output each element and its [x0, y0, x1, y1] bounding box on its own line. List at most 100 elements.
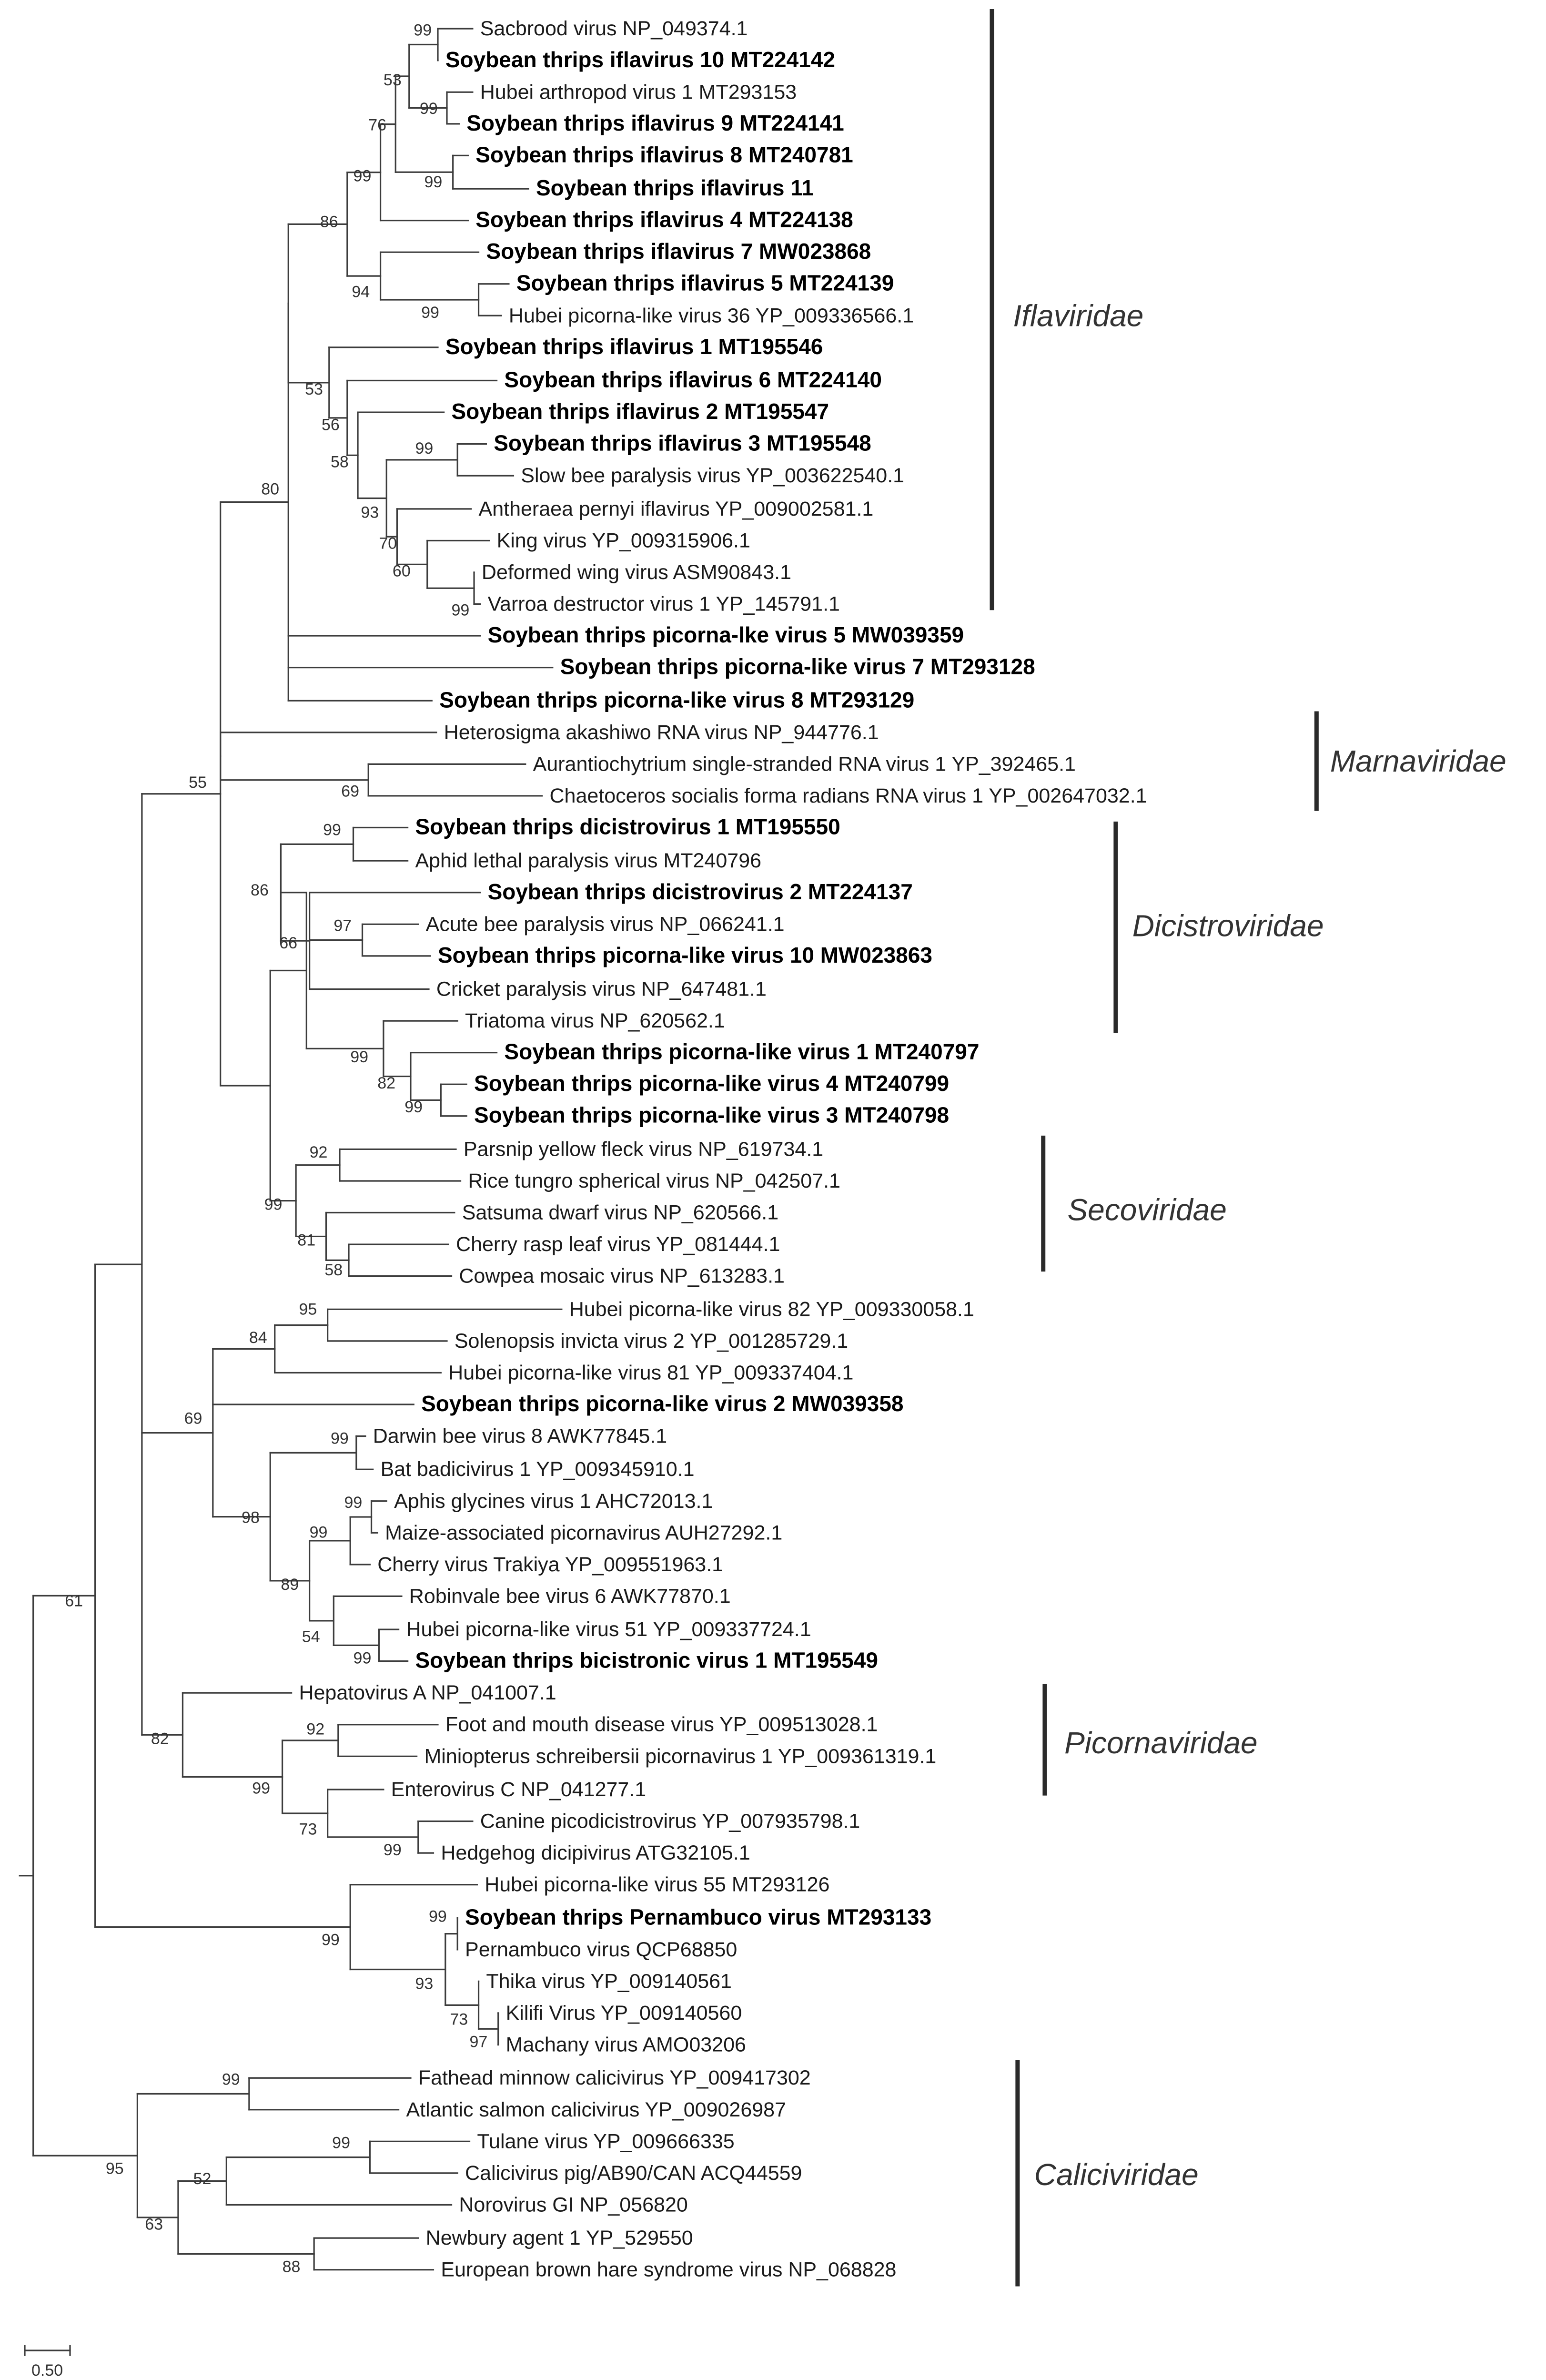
support-value-canine+hedgehog: 99 [384, 1841, 402, 1859]
tip-label-stifv7: Soybean thrips iflavirus 7 MW023868 [486, 239, 871, 264]
tip-label-newbury: Newbury agent 1 YP_529550 [426, 2227, 693, 2249]
tip-label-hubeipl82: Hubei picorna-like virus 82 YP_009330058… [569, 1298, 974, 1321]
tip-label-batbadici: Bat badicivirus 1 YP_009345910.1 [381, 1458, 695, 1481]
support-value-group-i: 70 [379, 534, 397, 552]
tip-label-stplv1: Soybean thrips picorna-like virus 1 MT24… [504, 1039, 979, 1064]
family-label-secoviridae: Secoviridae [1067, 1192, 1226, 1227]
tip-label-cowpea: Cowpea mosaic virus NP_613283.1 [459, 1265, 785, 1288]
support-value-marnaviridae: 69 [341, 783, 359, 801]
tip-label-norovirus: Norovirus GI NP_056820 [459, 2193, 687, 2216]
support-value-stplv4+stplv3: 99 [404, 1098, 423, 1116]
tip-label-ebhs: European brown hare syndrome virus NP_06… [441, 2258, 896, 2281]
scale-bar: 0.50 [24, 2345, 71, 2380]
tip-label-calicipig: Calicivirus pig/AB90/CAN ACQ44559 [465, 2162, 802, 2185]
tip-label-stbv1: Soybean thrips bicistronic virus 1 MT195… [415, 1648, 878, 1673]
support-value-group-c: 86 [320, 213, 338, 231]
support-value-picorna-core: 99 [252, 1779, 270, 1797]
family-brackets [990, 9, 1319, 2287]
support-value-stifv8+stifv11: 99 [424, 173, 442, 191]
tip-label-satsuma: Satsuma dwarf virus NP_620566.1 [462, 1201, 778, 1224]
tip-label-hubeiarthropod1: Hubei arthropod virus 1 MT293153 [480, 81, 797, 103]
support-value-cherryrasp+cowpea: 58 [324, 1261, 343, 1279]
tip-label-stifv9: Soybean thrips iflavirus 9 MT224141 [466, 111, 844, 135]
support-value-dicistro-b: 66 [279, 934, 297, 952]
support-value-hubeiarthropod1+stifv9: 99 [420, 100, 438, 118]
support-value-stplv4+stplv3-parent: 82 [377, 1074, 395, 1092]
family-label-picornaviridae: Picornaviridae [1064, 1726, 1258, 1760]
tip-label-hubeipl36: Hubei picorna-like virus 36 YP_009336566… [509, 304, 914, 327]
support-value-stifv7-group: 94 [352, 283, 370, 301]
support-value-robinvale-group: 89 [281, 1576, 299, 1594]
tip-label-stifv1: Soybean thrips iflavirus 1 MT195546 [445, 334, 823, 359]
support-value-hubeipl81-group: 84 [249, 1329, 267, 1347]
support-value-pernambuco-group: 99 [322, 1931, 340, 1949]
tree-branches [19, 28, 563, 2271]
support-value-tulane+calicipig: 99 [332, 2134, 350, 2152]
family-label-caliciviridae: Caliciviridae [1034, 2157, 1199, 2192]
tip-label-miniopterus: Miniopterus schreibersii picornavirus 1 … [424, 1745, 936, 1768]
support-value-thika-group: 93 [415, 1975, 433, 1993]
tip-label-stplv7: Soybean thrips picorna-like virus 7 MT29… [560, 654, 1035, 679]
tip-label-varroa: Varroa destructor virus 1 YP_145791.1 [488, 593, 840, 616]
tip-label-stplv10: Soybean thrips picorna-like virus 10 MW0… [438, 943, 932, 967]
tip-label-triatoma: Triatoma virus NP_620562.1 [465, 1009, 725, 1032]
tip-label-thika: Thika virus YP_009140561 [486, 1970, 732, 1993]
tip-label-aphisgly: Aphis glycines virus 1 AHC72013.1 [394, 1490, 713, 1513]
family-label-iflaviridae: Iflaviridae [1013, 298, 1143, 333]
tip-label-stplv2: Soybean thrips picorna-like virus 2 MW03… [421, 1391, 903, 1416]
support-value-picornaviridae: 82 [151, 1729, 169, 1748]
tip-label-enteroC: Enterovirus C NP_041277.1 [391, 1778, 646, 1801]
tip-label-stifv2: Soybean thrips iflavirus 2 MT195547 [452, 399, 829, 424]
tip-label-robinvale: Robinvale bee virus 6 AWK77870.1 [409, 1585, 731, 1607]
support-value-dicistro-a: 86 [251, 881, 269, 899]
tip-label-ricetungro: Rice tungro spherical virus NP_042507.1 [468, 1170, 840, 1192]
tip-label-fmdv: Foot and mouth disease virus YP_00951302… [445, 1713, 878, 1736]
support-value-canine-group: 73 [299, 1820, 317, 1838]
tip-label-aurantio: Aurantiochytrium single-stranded RNA vir… [533, 753, 1076, 775]
tip-label-stifv4: Soybean thrips iflavirus 4 MT224138 [475, 207, 853, 232]
tip-label-stdv2: Soybean thrips dicistrovirus 2 MT224137 [488, 879, 913, 904]
tip-label-cherryrasp: Cherry rasp leaf virus YP_081444.1 [456, 1233, 780, 1256]
support-value-stifv3+sbpv: 99 [415, 439, 433, 458]
tip-label-stplv8: Soybean thrips picorna-like virus 8 MT29… [439, 687, 914, 712]
tip-label-stifv6: Soybean thrips iflavirus 6 MT224140 [504, 367, 882, 392]
support-value-triatoma-group: 99 [350, 1048, 368, 1066]
support-value-hubeipl51+stbv1: 99 [354, 1649, 372, 1667]
support-value-hubeipl51-group: 54 [302, 1627, 320, 1646]
tip-label-hepatoA: Hepatovirus A NP_041007.1 [299, 1681, 556, 1704]
support-value-group-e: 53 [305, 380, 323, 398]
tip-label-hetero: Heterosigma akashiwo RNA virus NP_944776… [444, 721, 879, 744]
tip-label-parsnip: Parsnip yellow fleck virus NP_619734.1 [464, 1138, 823, 1160]
family-labels: IflaviridaeMarnaviridaeDicistroviridaeSe… [1013, 298, 1506, 2192]
support-value-fathead+atlantic: 99 [222, 2071, 240, 2089]
support-value-aphisgly-group: 99 [310, 1524, 328, 1542]
support-value-group-b: 99 [354, 167, 372, 185]
support-value-group-a: 76 [368, 116, 386, 134]
support-value-iflaviridae-root: 80 [261, 480, 279, 498]
tip-label-stdv1: Soybean thrips dicistrovirus 1 MT195550 [415, 814, 840, 839]
tip-label-atlantic: Atlantic salmon calicivirus YP_009026987 [406, 2098, 786, 2121]
tip-label-cricket: Cricket paralysis virus NP_647481.1 [436, 978, 767, 1001]
support-value-kilifi+machany: 97 [470, 2033, 488, 2051]
support-value-kilifi-group: 73 [450, 2011, 468, 2029]
support-value-calici-root: 95 [106, 2159, 124, 2177]
tip-label-pernambuco: Pernambuco virus QCP68850 [465, 1938, 737, 1961]
support-value-abpv+stplv10: 97 [333, 917, 352, 935]
support-value-darwin-group: 98 [242, 1508, 260, 1526]
tip-label-sbpv: Slow bee paralysis virus YP_003622540.1 [521, 464, 904, 487]
tip-label-darwin: Darwin bee virus 8 AWK77845.1 [373, 1425, 667, 1448]
scale-bar-label: 0.50 [31, 2361, 63, 2380]
support-value-upper-root: 61 [65, 1592, 83, 1610]
tip-label-hubeipl51: Hubei picorna-like virus 51 YP_009337724… [406, 1618, 811, 1641]
tip-label-hubeipl81: Hubei picorna-like virus 81 YP_009337404… [448, 1361, 853, 1384]
support-value-sacbrood+stifv10: 99 [414, 21, 432, 39]
tip-label-stplv5: Soybean thrips picorna-lke virus 5 MW039… [488, 622, 964, 647]
support-value-secoviridae: 99 [264, 1196, 283, 1214]
family-label-marnaviridae: Marnaviridae [1330, 744, 1506, 778]
tip-label-stifv10: Soybean thrips iflavirus 10 MT224142 [445, 47, 835, 72]
support-value-group-j: 60 [393, 562, 411, 580]
tip-label-abpv: Acute bee paralysis virus NP_066241.1 [426, 913, 785, 936]
